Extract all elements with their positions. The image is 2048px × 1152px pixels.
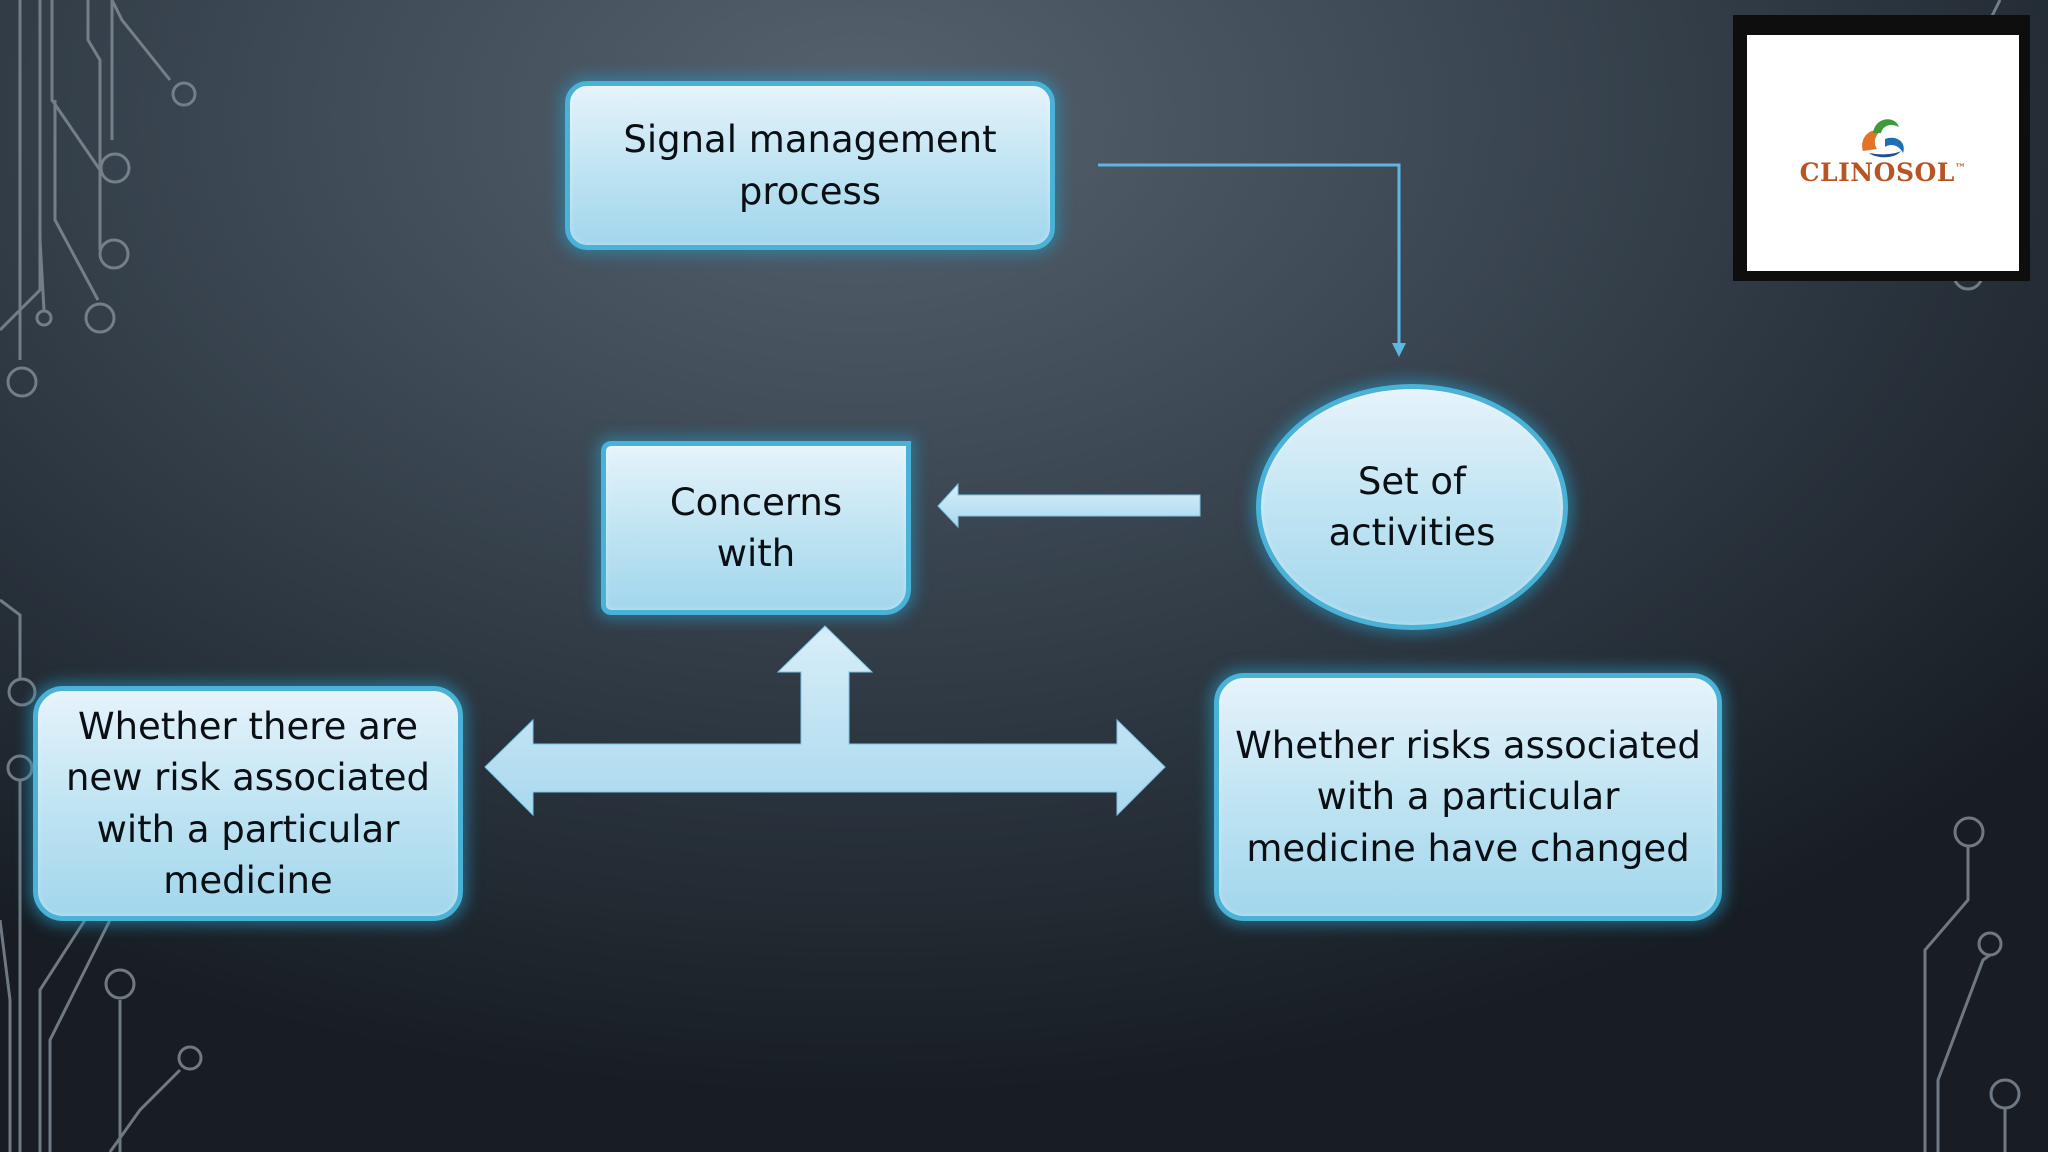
logo-frame: CLINOSOL™	[1733, 15, 2030, 281]
concerns-with-node: Concerns with	[601, 441, 911, 615]
set-of-activities-label: Set of activities	[1328, 459, 1496, 554]
new-risk-node: Whether there are new risk associated wi…	[33, 686, 463, 921]
concerns-with-label: Concerns with	[669, 480, 843, 575]
logo-wordmark: CLINOSOL™	[1799, 158, 1967, 187]
signal-management-label: Signal management process	[623, 118, 997, 213]
new-risk-label: Whether there are new risk associated wi…	[65, 704, 431, 902]
changed-risk-label: Whether risks associated with a particul…	[1235, 723, 1701, 870]
clinosol-logo-icon	[1862, 119, 1904, 158]
connector-signal-to-activities	[1098, 163, 1401, 347]
set-of-activities-node: Set of activities	[1256, 384, 1568, 630]
branch-arrow-to-outcomes	[484, 625, 1166, 817]
changed-risk-node: Whether risks associated with a particul…	[1214, 673, 1722, 921]
signal-management-node: Signal management process	[565, 81, 1055, 250]
arrow-activities-to-concerns	[937, 482, 1201, 529]
connector-arrowhead	[1392, 343, 1406, 357]
logo: CLINOSOL™	[1747, 35, 2019, 271]
